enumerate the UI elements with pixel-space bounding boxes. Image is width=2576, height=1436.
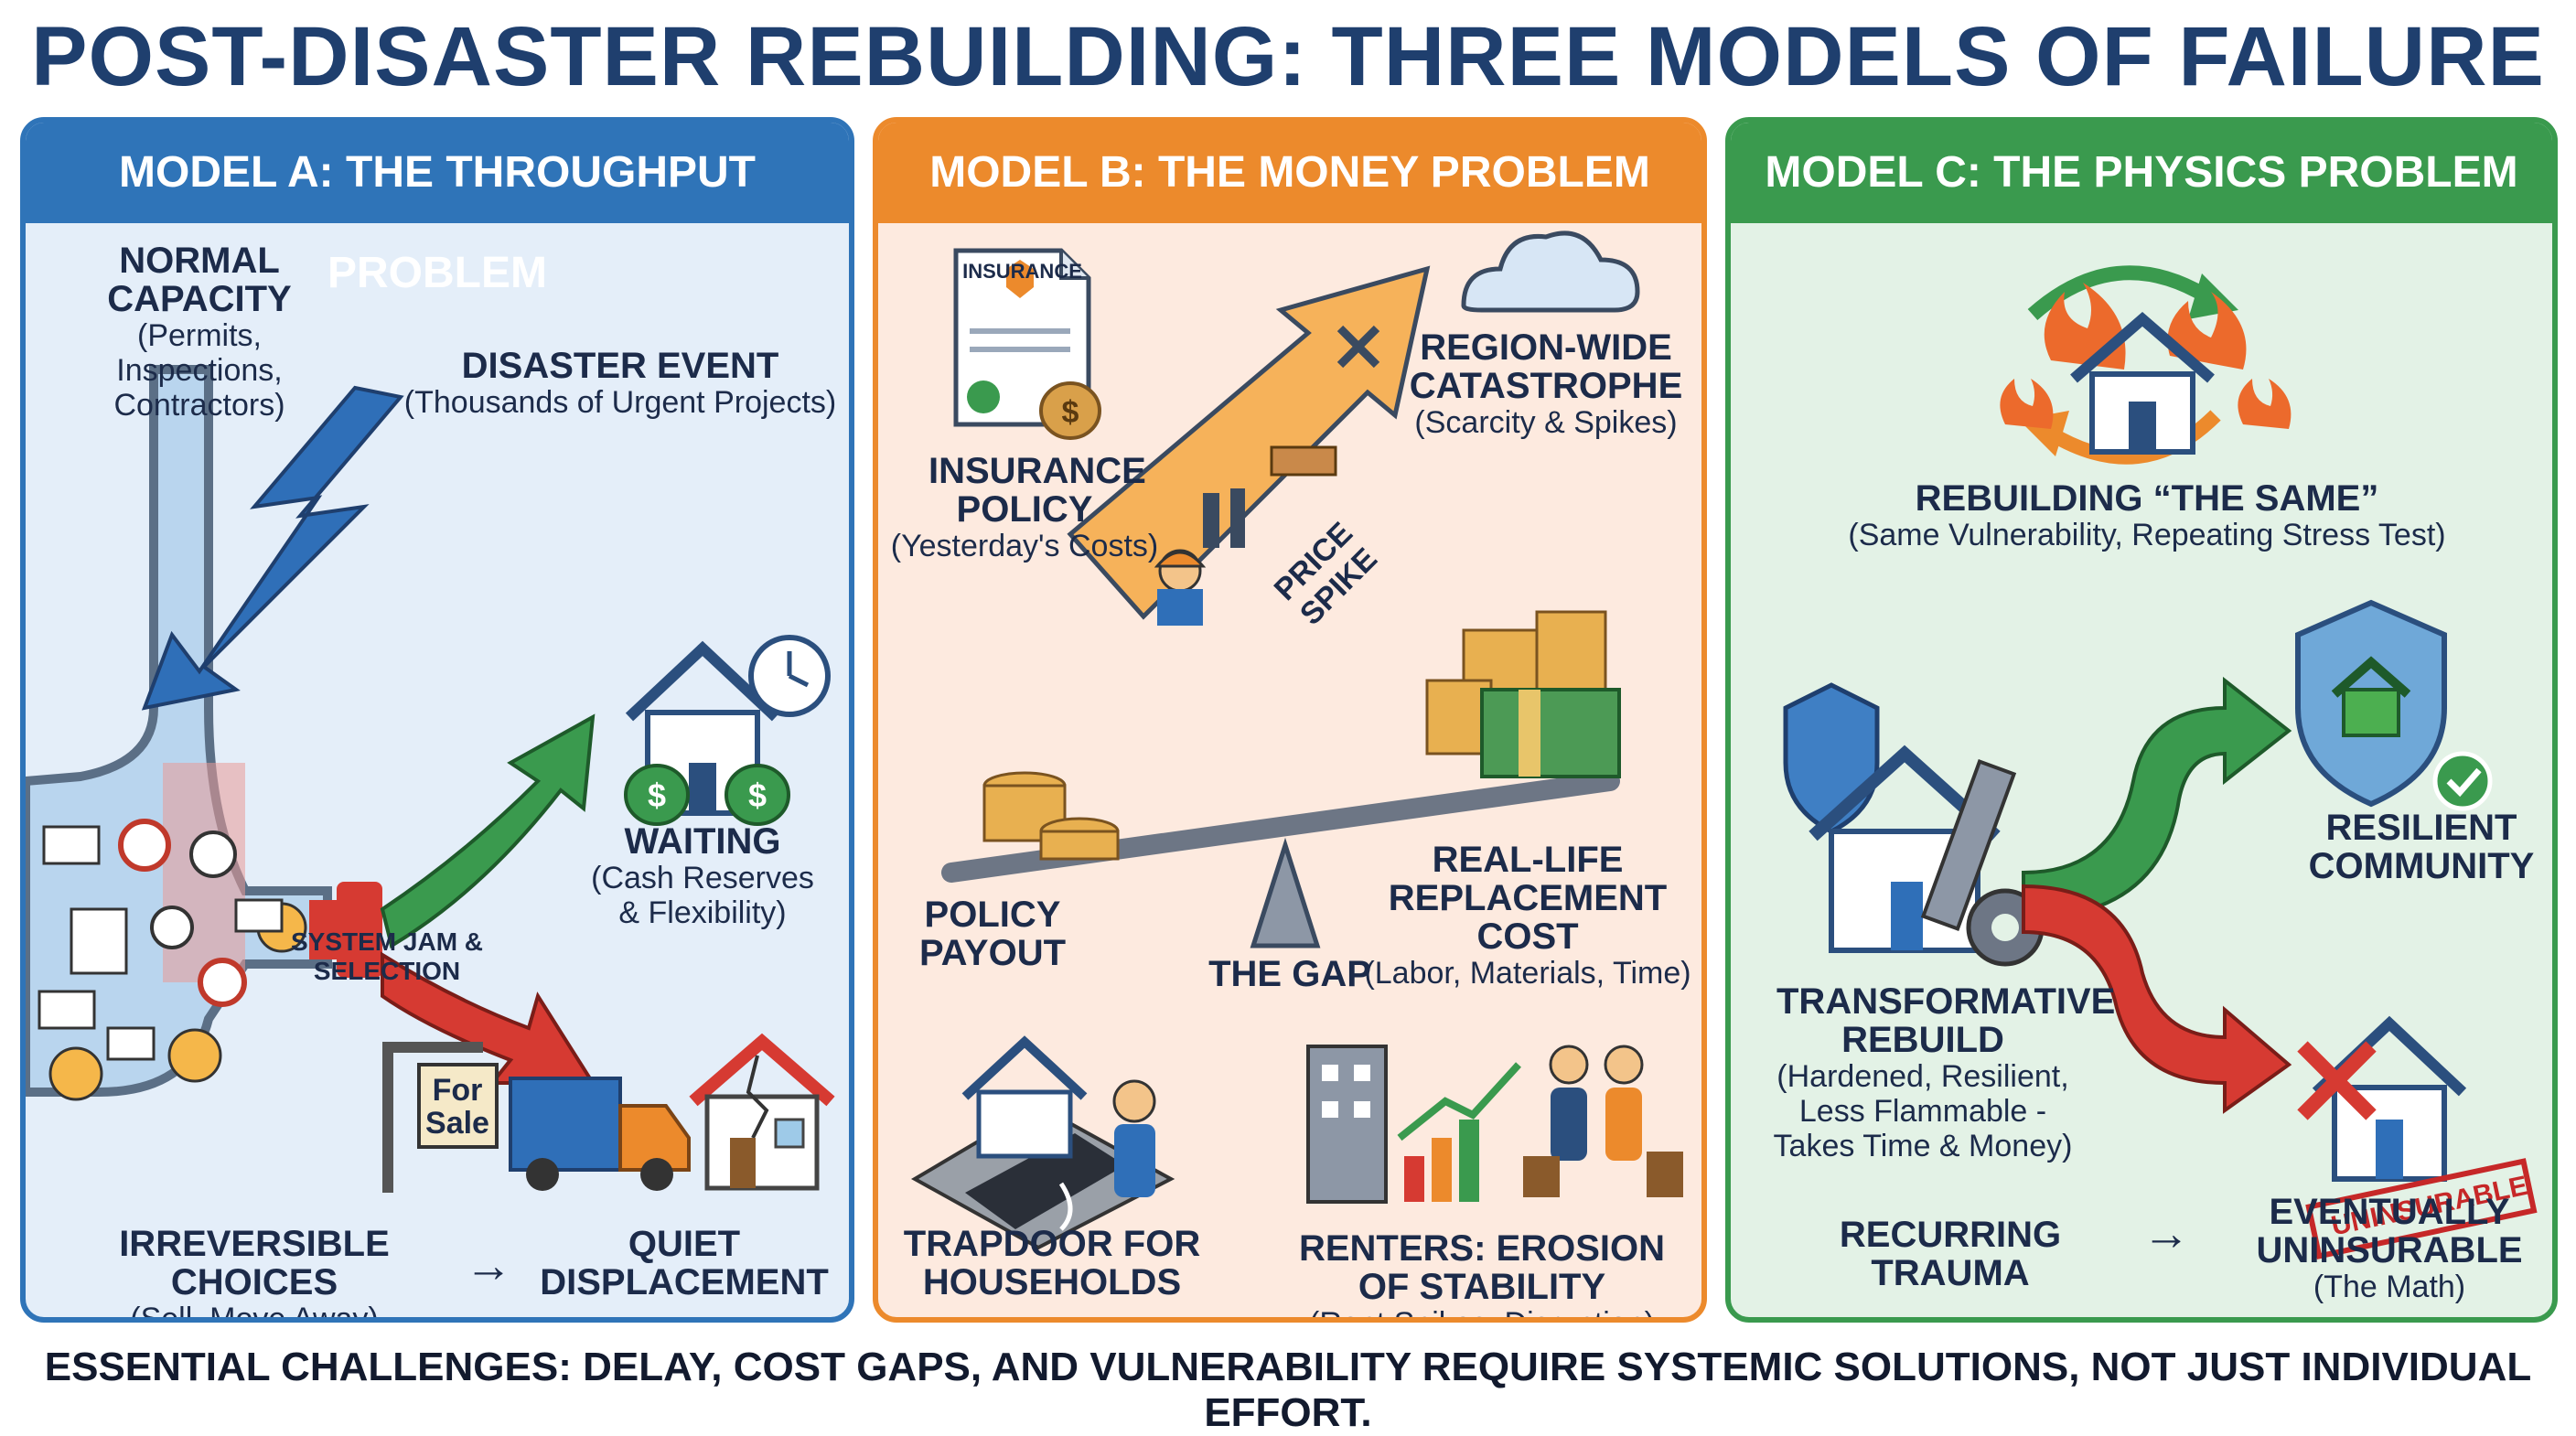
quiet-displacement-block: QUIET DISPLACEMENT [538, 1225, 831, 1302]
renters-block: RENTERS: EROSION OF STABILITY (Rent Spik… [1272, 1228, 1692, 1317]
money-bag-icon: $ $ [624, 764, 790, 826]
replacement-sub: (Labor, Materials, Time) [1364, 956, 1691, 991]
disaster-event-block: DISASTER EVENT (Thousands of Urgent Proj… [392, 347, 849, 420]
document-icon [953, 248, 1091, 427]
valve [337, 882, 382, 978]
panel-a-heading: MODEL A: THE THROUGHPUT PROBLEM [26, 123, 849, 297]
svg-text:$: $ [748, 777, 767, 814]
insurance-doc-label: INSURANCE [962, 260, 1082, 283]
recurring-title: RECURRING TRAUMA [1839, 1215, 2062, 1293]
region-sub: (Scarcity & Spikes) [1414, 405, 1678, 440]
for-sale-text: For Sale [425, 1073, 489, 1141]
green-arrow [380, 713, 596, 949]
replacement-title: REAL-LIFE REPLACEMENT COST [1388, 840, 1668, 957]
system-jam-label: SYSTEM JAM & SELECTION [290, 927, 484, 985]
panel-a-illustration: $ $ [26, 365, 835, 1193]
transformative-sub: (Hardened, Resilient, Less Flammable - T… [1773, 1059, 2073, 1163]
jam-items [38, 819, 307, 1101]
money-bag-icon: $ [1039, 381, 1101, 440]
insurance-policy-title: INSURANCE POLICY [928, 451, 1146, 530]
bar-chart-icon [1397, 1062, 1521, 1202]
the-gap-title: THE GAP [1208, 954, 1371, 994]
waiting-title: WAITING [624, 821, 781, 862]
renters-title: RENTERS: EROSION OF STABILITY [1298, 1228, 1666, 1307]
page-title: POST-DISASTER REBUILDING: THREE MODELS O… [31, 10, 2545, 103]
resilient-block: RESILIENT COMMUNITY [2289, 808, 2552, 886]
region-title: REGION-WIDE CATASTROPHE [1409, 327, 1683, 406]
tools-icon [1203, 325, 1380, 548]
insurance-policy-sub: (Yesterday's Costs) [890, 529, 1159, 563]
replacement-block: REAL-LIFE REPLACEMENT COST (Labor, Mater… [1354, 841, 1701, 991]
house-icon [961, 1035, 1088, 1159]
normal-capacity-title: NORMAL CAPACITY [107, 241, 292, 319]
angry-face-icon [48, 1046, 103, 1101]
panel-b-illustration: $ [910, 230, 1683, 1250]
panel-model-a: MODEL A: THE THROUGHPUT PROBLEM [20, 117, 854, 1323]
normal-capacity-sub: (Permits, Inspections, Contractors) [113, 318, 285, 423]
renters-sub: (Rent Spikes, Disruption) [1272, 1306, 1692, 1317]
lightning-icon [141, 385, 404, 711]
panel-b-heading: MODEL B: THE MONEY PROBLEM [878, 123, 1701, 223]
disaster-event-title: DISASTER EVENT [461, 346, 779, 386]
rebuilding-same-title: REBUILDING “THE SAME” [1915, 478, 2379, 519]
house-icon [2070, 312, 2215, 455]
for-sale-sign [382, 1042, 499, 1193]
svg-text:$: $ [648, 777, 666, 814]
waiting-sub: (Cash Reserves & Flexibility) [591, 861, 814, 930]
envelope-icon [42, 825, 101, 865]
irreversible-title: IRREVERSIBLE CHOICES [119, 1224, 390, 1302]
eventually-block: EVENTUALLY UNINSURABLE (The Math) [2243, 1193, 2536, 1304]
rebuilding-same-sub: (Same Vulnerability, Repeating Stress Te… [1848, 518, 2446, 552]
waiting-block: WAITING (Cash Reserves & Flexibility) [584, 822, 821, 930]
clock-icon [118, 819, 171, 872]
uninsurable-stamp [2305, 1158, 2538, 1259]
red-arrow [2022, 884, 2292, 1114]
green-arrow [2022, 676, 2292, 921]
quiet-displacement-title: QUIET DISPLACEMENT [540, 1224, 829, 1302]
panel-c-heading: MODEL C: THE PHYSICS PROBLEM [1731, 123, 2552, 223]
svg-text:$: $ [1062, 395, 1079, 430]
coins-icon [982, 771, 1120, 861]
policy-payout-block: POLICY PAYOUT [896, 895, 1089, 972]
transformative-block: TRANSFORMATIVE REBUILD (Hardened, Resili… [1740, 981, 2116, 1163]
damaged-house-icon [689, 1033, 835, 1191]
trapdoor-title: TRAPDOOR FOR HOUSEHOLDS [903, 1224, 1201, 1302]
recurring-block: RECURRING TRAUMA [1767, 1216, 2133, 1292]
transformative-title: TRANSFORMATIVE REBUILD [1776, 981, 2116, 1060]
people-icon [1523, 1045, 1683, 1197]
region-block: REGION-WIDE CATASTROPHE (Scarcity & Spik… [1381, 327, 1701, 440]
cycle-arrows-icon [2027, 265, 2211, 320]
resilient-title: RESILIENT COMMUNITY [2308, 808, 2535, 886]
policy-payout-title: POLICY PAYOUT [918, 895, 1067, 973]
footer-summary: ESSENTIAL CHALLENGES: DELAY, COST GAPS, … [44, 1345, 2532, 1435]
x-mark-icon [2297, 1041, 2377, 1120]
trapdoor-block: TRAPDOOR FOR HOUSEHOLDS [896, 1225, 1208, 1302]
cloud-icon [1461, 230, 1640, 313]
panel-model-c: MODEL C: THE PHYSICS PROBLEM [1725, 117, 2558, 1323]
house-icon [2331, 656, 2411, 737]
steel-beam [1920, 759, 2017, 931]
eventually-title: EVENTUALLY UNINSURABLE [2256, 1192, 2523, 1270]
eventually-sub: (The Math) [2313, 1270, 2466, 1304]
cash-icon [1480, 688, 1621, 778]
rebuilding-same-block: REBUILDING “THE SAME” (Same Vulnerabilit… [1749, 479, 2545, 552]
panel-model-b: MODEL B: THE MONEY PROBLEM $ [873, 117, 1707, 1323]
arrow-right-icon: → [465, 1239, 512, 1292]
truck-icon [509, 1077, 691, 1191]
check-icon [2432, 751, 2493, 811]
panel-c-illustration [1783, 265, 2538, 1259]
normal-capacity-block: NORMAL CAPACITY (Permits, Inspections, C… [26, 241, 373, 423]
insurance-policy-block: INSURANCE POLICY (Yesterday's Costs) [883, 452, 1166, 563]
disaster-event-sub: (Thousands of Urgent Projects) [403, 385, 837, 420]
shield-icon [1783, 682, 1880, 834]
arrow-right-icon: → [2142, 1207, 2190, 1260]
the-gap-label: THE GAP [1189, 955, 1390, 993]
irreversible-sub: (Sell, Move Away) [130, 1302, 379, 1323]
irreversible-block: IRREVERSIBLE CHOICES (Sell, Move Away) [44, 1224, 465, 1323]
person-icon [1112, 1079, 1156, 1197]
worker-icon [1154, 549, 1207, 626]
apartment-icon [1306, 1045, 1388, 1204]
house-icon [2312, 1015, 2467, 1182]
